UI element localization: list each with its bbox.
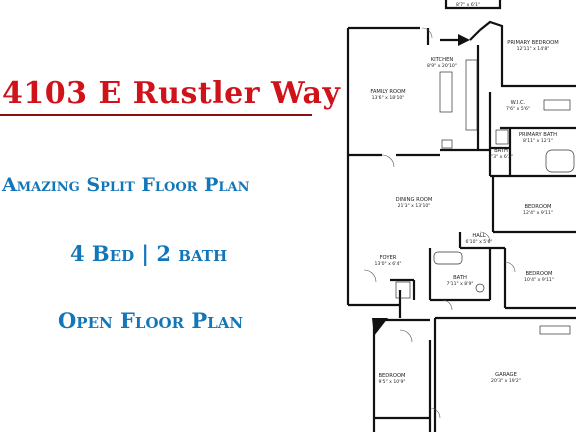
bathtub — [545, 149, 575, 173]
bedroom-closet — [543, 99, 571, 111]
hall-bathtub — [433, 251, 463, 265]
kitchen-sink — [441, 139, 453, 149]
room-name-foyer: FOYER — [380, 255, 397, 261]
room-dims-primary-bedroom: 12'11" x 14'8" — [517, 46, 550, 52]
room-name-garage: GARAGE — [495, 372, 517, 378]
floor-plan-fixtures — [395, 59, 575, 335]
room-dims-bedroom-4: 9'5" x 10'9" — [378, 379, 405, 385]
floor-plan-labels: 8'7" x 6'1" PRIMARY BEDROOM 12'11" x 14'… — [370, 2, 558, 385]
address-underline — [0, 114, 312, 116]
floor-plan-walls — [346, 0, 576, 432]
room-name-family-room: FAMILY ROOM — [370, 89, 405, 95]
headline-split-plan: Amazing Split Floor Plan — [2, 174, 250, 196]
room-dims-dining-room: 21'3" x 13'10" — [398, 203, 431, 209]
headline-open-plan: Open Floor Plan — [58, 308, 244, 333]
headline-beds-baths: 4 Bed | 2 bath — [70, 241, 228, 266]
top-room-dims: 8'7" x 6'1" — [456, 2, 480, 8]
room-dims-wic: 7'6" x 5'6" — [506, 106, 530, 112]
room-dims-bath-small: 7'3" x 6'3" — [489, 154, 513, 160]
room-name-kitchen: KITCHEN — [431, 57, 454, 63]
room-dims-foyer: 13'0" x 6'4" — [374, 261, 401, 267]
room-name-bedroom-4: BEDROOM — [378, 373, 405, 379]
entry-closet — [395, 281, 411, 299]
room-dims-kitchen: 8'9" x 20'10" — [427, 63, 457, 69]
kitchen-island — [439, 71, 453, 113]
listing-address: 4103 E Rustler Way — [2, 76, 341, 111]
floor-plan-doors — [363, 27, 516, 419]
room-name-bedroom-2: BEDROOM — [524, 204, 551, 210]
room-name-bath-small: BATH — [494, 148, 508, 154]
room-dims-bath-hall: 7'11" x 8'9" — [446, 281, 473, 287]
room-name-primary-bedroom: PRIMARY BEDROOM — [507, 40, 558, 46]
room-name-hall: HALL — [472, 233, 485, 239]
room-name-bath-hall: BATH — [453, 275, 467, 281]
room-dims-family-room: 13'6" x 18'10" — [372, 95, 405, 101]
toilet-fixture-hall — [475, 283, 485, 293]
kitchen-counter — [465, 59, 478, 131]
floor-plan: 8'7" x 6'1" PRIMARY BEDROOM 12'11" x 14'… — [346, 0, 576, 432]
room-dims-primary-bath: 8'11" x 12'1" — [523, 138, 553, 144]
room-name-bedroom-3: BEDROOM — [525, 271, 552, 277]
toilet-fixture — [495, 129, 509, 145]
room-dims-hall: 6'10" x 5'6" — [465, 239, 492, 245]
room-dims-bedroom-2: 12'4" x 9'11" — [523, 210, 553, 216]
room-name-primary-bath: PRIMARY BATH — [519, 132, 557, 138]
room-dims-garage: 20'3" x 19'2" — [491, 378, 521, 384]
room-dims-bedroom-3: 10'4" x 9'11" — [524, 277, 554, 283]
room-name-dining-room: DINING ROOM — [396, 197, 433, 203]
room-name-wic: W.I.C. — [511, 100, 526, 106]
garage-shelf — [539, 325, 571, 335]
